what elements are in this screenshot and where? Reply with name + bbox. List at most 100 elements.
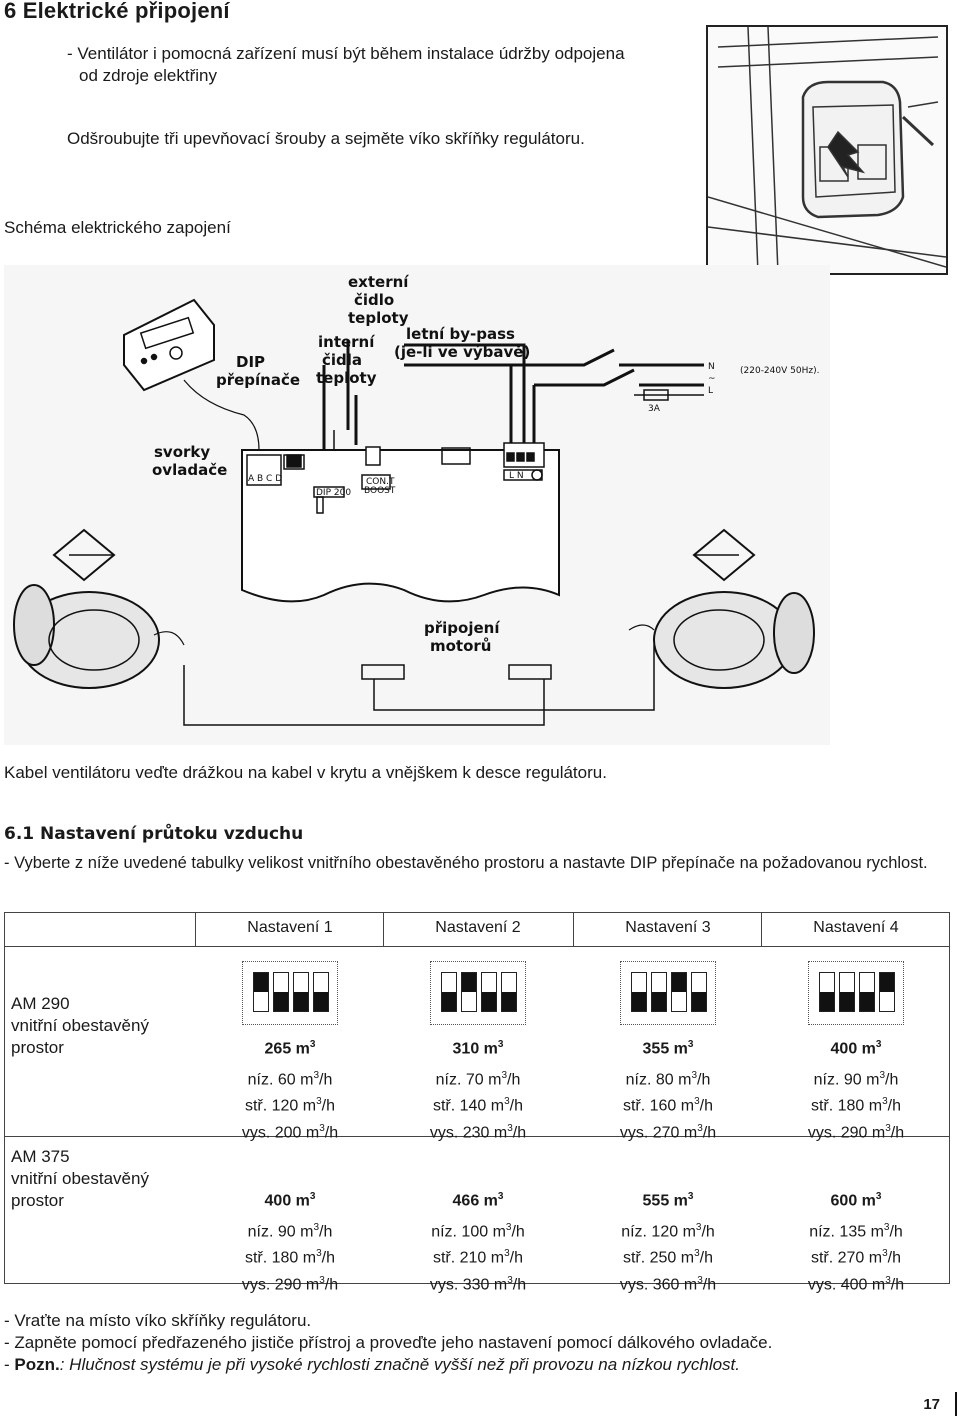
dip-switch-knob (860, 992, 874, 1011)
speed-high: vys. 400 m3/h (761, 1270, 951, 1296)
volume-value: 310 m (452, 1040, 498, 1058)
header-setting-1: Nastavení 1 (247, 919, 333, 936)
speed-low: níz. 60 m3/h (195, 1065, 385, 1091)
volume-cell: 265 m3 (195, 1039, 385, 1058)
note-line-3-prefix: - (4, 1355, 15, 1374)
speed-exponent: 3 (697, 1122, 703, 1134)
speed-exponent: 3 (505, 1222, 512, 1233)
volume-value: 466 m (452, 1192, 498, 1210)
dip-switch-4-down (691, 972, 707, 1012)
speed-high: vys. 290 m3/h (195, 1270, 385, 1296)
speed-mid: stř. 210 m3/h (383, 1243, 573, 1269)
volume-exponent: 3 (309, 1039, 316, 1050)
speed-exponent: 3 (882, 1248, 888, 1260)
speed-unit: /h (699, 1249, 714, 1267)
speed-value: vys. 360 m (619, 1275, 698, 1293)
dip-switch-setting-2 (430, 961, 526, 1025)
speed-value: níz. 80 m (625, 1071, 692, 1089)
volume-cell: 400 m3 (195, 1191, 385, 1210)
volume-cell: 400 m3 (761, 1039, 951, 1058)
volume-exponent: 3 (687, 1039, 694, 1050)
label-fuse: 3A (648, 404, 661, 414)
speed-value: stř. 120 m (244, 1097, 317, 1115)
speed-unit: /h (889, 1223, 903, 1241)
label-svorky-2: ovladače (152, 461, 227, 479)
speed-exponent: 3 (694, 1096, 700, 1108)
dip-switch-1-down (819, 972, 835, 1012)
speed-value: vys. 330 m (429, 1275, 508, 1293)
speed-value: níz. 120 m (621, 1223, 696, 1241)
speed-unit: /h (324, 1275, 339, 1293)
volume-exponent: 3 (309, 1191, 316, 1202)
speed-unit: /h (885, 1071, 899, 1089)
dip-switch-4-up (879, 972, 895, 1012)
speed-low: níz. 90 m3/h (761, 1065, 951, 1091)
label-dip-2: přepínače (216, 371, 300, 389)
dip-switch-knob (482, 992, 496, 1011)
dip-switch-setting-1 (242, 961, 338, 1025)
speed-exponent: 3 (319, 1274, 325, 1286)
dip-switch-2-down (273, 972, 289, 1012)
dip-switch-knob (314, 992, 328, 1011)
speed-unit: /h (512, 1275, 527, 1293)
label-bypass-2: (je-li ve výbavě) (394, 343, 530, 361)
row-am375-label-2: vnitřní obestavěný (11, 1169, 149, 1188)
speed-high: vys. 360 m3/h (573, 1270, 763, 1296)
speed-high: vys. 270 m3/h (573, 1118, 763, 1144)
instruction-text: Odšroubujte tři upevňovací šrouby a sejm… (67, 129, 585, 148)
speed-low: níz. 100 m3/h (383, 1217, 573, 1243)
speed-low: níz. 90 m3/h (195, 1217, 385, 1243)
label-cont-boost-2: BOOST (364, 486, 396, 496)
dip-switch-2-up (461, 972, 477, 1012)
dip-switch-setting-3 (620, 961, 716, 1025)
speed-unit: /h (701, 1223, 715, 1241)
volume-value: 600 m (830, 1192, 876, 1210)
speed-low: níz. 80 m3/h (573, 1065, 763, 1091)
speed-low: níz. 70 m3/h (383, 1065, 573, 1091)
speed-value: vys. 270 m (619, 1123, 698, 1141)
speed-value: stř. 180 m (244, 1249, 317, 1267)
label-ln: L N (509, 471, 524, 481)
header-setting-2: Nastavení 2 (435, 919, 521, 936)
section-61-title: 6.1 Nastavení průtoku vzduchu (4, 824, 304, 844)
intro-line-2: od zdroje elektřiny (79, 66, 217, 85)
speed-exponent: 3 (313, 1222, 320, 1233)
volume-exponent: 3 (875, 1039, 882, 1050)
header-setting-3: Nastavení 3 (625, 919, 711, 936)
dip-switch-knob (632, 992, 646, 1011)
speed-low: níz. 135 m3/h (761, 1217, 951, 1243)
section-61-text: - Vyberte z níže uvedené tabulky velikos… (4, 854, 928, 872)
speed-exponent: 3 (316, 1096, 322, 1108)
speed-value: stř. 160 m (622, 1097, 695, 1115)
label-externi-3: teploty (348, 309, 409, 327)
page-number-bar (955, 1392, 957, 1416)
row-am375-label-3: prostor (11, 1191, 64, 1210)
speed-value: níz. 60 m (247, 1071, 314, 1089)
label-externi-1: externí (348, 273, 409, 291)
speed-exponent: 3 (316, 1248, 322, 1260)
speed-mid: stř. 140 m3/h (383, 1091, 573, 1117)
speed-high: vys. 290 m3/h (761, 1118, 951, 1144)
label-dip-1: DIP (236, 353, 265, 371)
speed-value: níz. 90 m (247, 1223, 314, 1241)
label-dip200: DIP 200 (316, 488, 351, 498)
volume-value: 400 m (264, 1192, 310, 1210)
speed-exponent: 3 (694, 1248, 700, 1260)
speed-unit: /h (697, 1071, 711, 1089)
speed-value: níz. 100 m (431, 1223, 506, 1241)
speed-exponent: 3 (885, 1274, 891, 1286)
speed-exponent: 3 (507, 1122, 513, 1134)
speed-value: níz. 135 m (809, 1223, 884, 1241)
speed-value: stř. 210 m (432, 1249, 505, 1267)
dip-switch-knob (502, 992, 516, 1011)
label-svorky-1: svorky (154, 443, 210, 461)
speed-unit: /h (509, 1249, 524, 1267)
speed-unit: /h (890, 1275, 905, 1293)
dip-switch-1-up (253, 972, 269, 1012)
dip-switch-2-down (839, 972, 855, 1012)
row-am290-label-1: AM 290 (11, 994, 70, 1013)
